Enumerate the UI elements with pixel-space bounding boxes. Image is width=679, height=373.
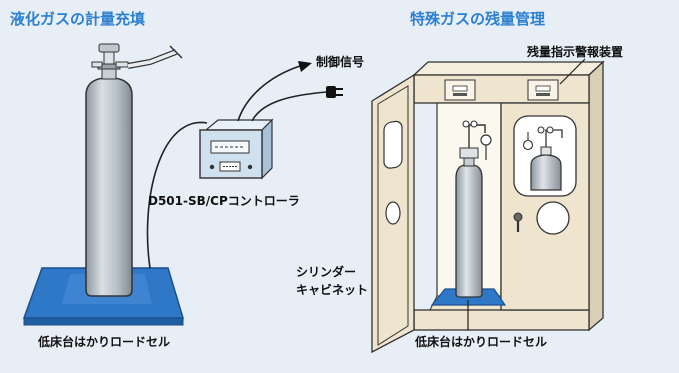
gas-cylinder-window	[522, 126, 563, 191]
control-signal-cable	[237, 65, 301, 122]
cabinet-label-line2: キャビネット	[296, 282, 368, 297]
gas-cylinder-right	[455, 120, 492, 298]
cylinder-cabinet	[412, 60, 605, 332]
control-signal-arrow	[298, 61, 312, 72]
right-scale-label: 低床台はかりロードセル	[414, 334, 547, 349]
left-section-title: 液化ガスの計量充填	[10, 10, 145, 28]
power-cable	[251, 91, 328, 122]
alarm-leader-line	[559, 58, 586, 85]
power-plug-icon	[326, 86, 343, 98]
gas-cylinder-left	[85, 43, 183, 297]
controller-label: D501-SB/CPコントローラ	[148, 194, 300, 208]
cabinet-door-open	[371, 73, 415, 354]
scale-cable	[146, 121, 208, 269]
d501-controller	[199, 118, 274, 180]
control-signal-label: 制御信号	[316, 54, 364, 69]
cabinet-label-line1: シリンダー	[296, 264, 356, 279]
right-section-title: 特殊ガスの残量管理	[410, 10, 545, 28]
alarm-device-label: 残量指示警報装置	[527, 44, 623, 59]
left-scale-label: 低床台はかりロードセル	[37, 334, 170, 349]
